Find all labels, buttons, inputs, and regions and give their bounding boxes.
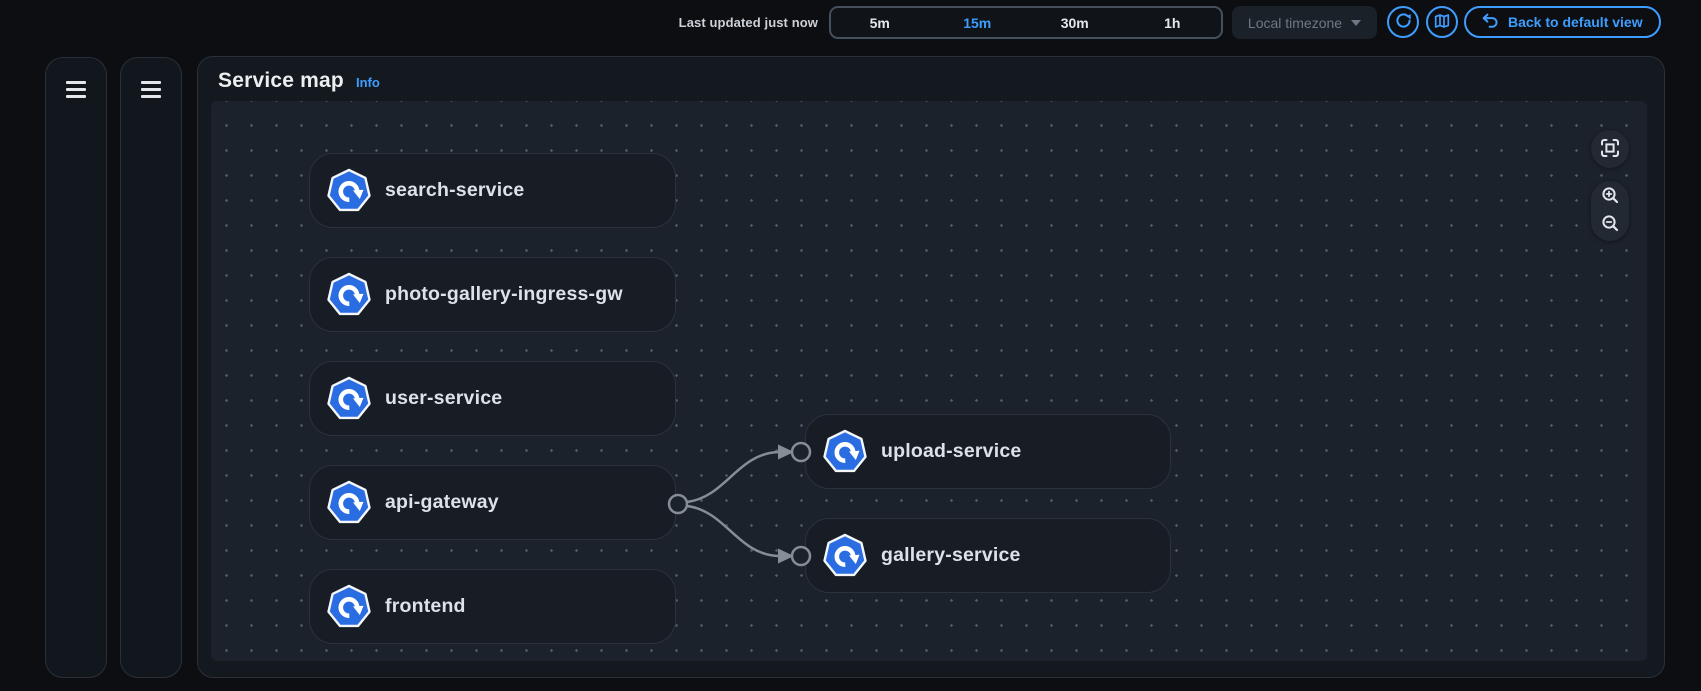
service-hexagon-icon: [327, 272, 371, 315]
service-hexagon-icon: [327, 168, 371, 211]
last-updated-status: Last updated just now: [678, 15, 818, 30]
edge-arrowhead-icon: [778, 444, 794, 460]
time-range-15m[interactable]: 15m: [929, 8, 1027, 37]
service-node-gallery-service[interactable]: gallery-service: [805, 518, 1171, 593]
service-node-user-service[interactable]: user-service: [309, 361, 676, 436]
zoom-in-button[interactable]: [1595, 184, 1625, 210]
service-node-upload-service[interactable]: upload-service: [805, 414, 1171, 489]
time-range-5m[interactable]: 5m: [831, 8, 929, 37]
time-range-1h[interactable]: 1h: [1124, 8, 1222, 37]
service-node-label: api-gateway: [385, 491, 499, 513]
zoom-out-button[interactable]: [1595, 212, 1625, 238]
sidebar-menu-button-2[interactable]: [134, 72, 168, 106]
service-map-panel: Service map Info search-service pho: [197, 56, 1665, 678]
chevron-down-icon: [1351, 19, 1362, 26]
service-node-label: upload-service: [881, 440, 1022, 462]
service-hexagon-icon: [823, 533, 867, 576]
hamburger-icon: [141, 80, 161, 84]
service-node-label: user-service: [385, 387, 503, 409]
zoom-in-icon: [1601, 186, 1620, 208]
collapsed-sidebar-left: [45, 57, 107, 678]
service-node-label: search-service: [385, 179, 525, 201]
info-link[interactable]: Info: [355, 75, 380, 90]
time-range-segmented-control: 5m 15m 30m 1h: [829, 6, 1223, 39]
service-node-label: photo-gallery-ingress-gw: [385, 283, 623, 305]
map-view-button[interactable]: [1426, 6, 1458, 38]
service-node-label: gallery-service: [881, 544, 1021, 566]
edge-api-gateway-to-upload-service: [686, 450, 779, 504]
refresh-button[interactable]: [1387, 6, 1419, 38]
panel-header: Service map Info: [218, 69, 380, 93]
back-to-default-view-button[interactable]: Back to default view: [1464, 6, 1661, 38]
fit-to-view-icon: [1600, 138, 1620, 161]
zoom-controls: [1591, 181, 1629, 241]
service-node-frontend[interactable]: frontend: [309, 569, 676, 644]
service-node-photo-gallery-ingress-gw[interactable]: photo-gallery-ingress-gw: [309, 257, 676, 332]
map-legend-icon: [1434, 13, 1450, 32]
service-hexagon-icon: [823, 429, 867, 472]
page-title: Service map: [218, 69, 344, 92]
zoom-out-icon: [1601, 214, 1620, 236]
sidebar-menu-button[interactable]: [59, 72, 93, 106]
service-map-canvas[interactable]: search-service photo-gallery-ingress-gw …: [211, 101, 1647, 661]
edge-arrowhead-icon: [778, 548, 794, 564]
service-node-search-service[interactable]: search-service: [309, 153, 676, 228]
service-node-label: frontend: [385, 595, 466, 617]
undo-icon: [1482, 13, 1499, 31]
service-hexagon-icon: [327, 480, 371, 523]
refresh-icon: [1395, 12, 1412, 32]
service-hexagon-icon: [327, 376, 371, 419]
hamburger-icon: [66, 80, 86, 84]
collapsed-sidebar-right: [120, 57, 182, 678]
service-hexagon-icon: [327, 584, 371, 627]
top-toolbar: Last updated just now 5m 15m 30m 1h Loca…: [0, 0, 1701, 45]
timezone-dropdown[interactable]: Local timezone: [1232, 6, 1377, 39]
back-button-label: Back to default view: [1508, 14, 1643, 30]
time-range-30m[interactable]: 30m: [1026, 8, 1124, 37]
timezone-label: Local timezone: [1247, 14, 1343, 31]
fit-to-view-button[interactable]: [1591, 130, 1629, 168]
service-node-api-gateway[interactable]: api-gateway: [309, 465, 676, 540]
edge-api-gateway-to-gallery-service: [686, 504, 779, 558]
